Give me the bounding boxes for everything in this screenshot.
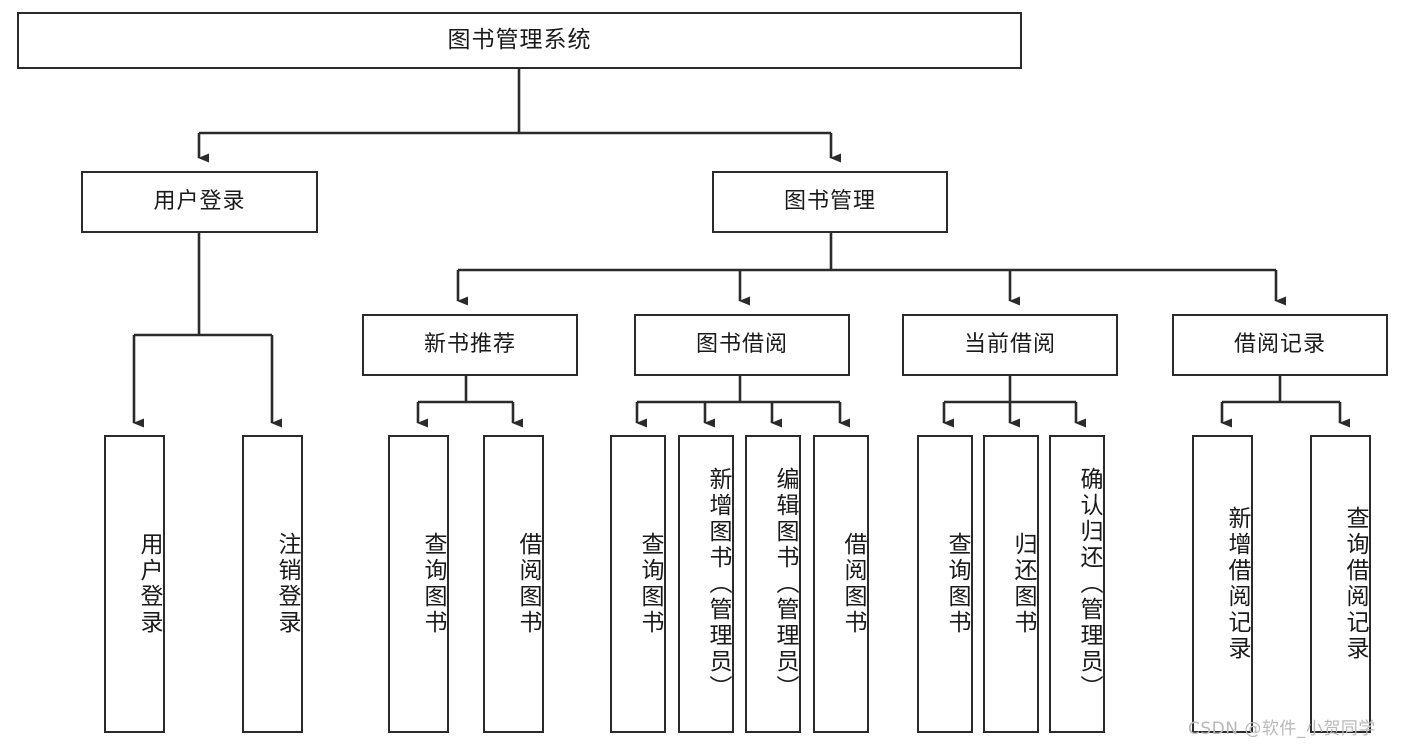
node-label: 当前借阅 xyxy=(963,331,1056,357)
leaf-current-confirm-return-admin[interactable]: 确认归还（管理员） xyxy=(1049,435,1105,733)
node-label: 用户登录 xyxy=(136,532,162,636)
node-label: 借阅图书 xyxy=(515,532,541,636)
leaf-newbook-query-book[interactable]: 查询图书 xyxy=(388,435,449,733)
node-label: 查询图书 xyxy=(637,532,663,636)
node-label: 借阅记录 xyxy=(1233,331,1326,357)
node-label: 图书管理 xyxy=(783,188,876,214)
leaf-borrow-borrow-book[interactable]: 借阅图书 xyxy=(813,435,869,733)
leaf-current-query-book[interactable]: 查询图书 xyxy=(917,435,973,733)
node-label: 编辑图书（管理员） xyxy=(772,467,798,701)
leaf-record-query-record[interactable]: 查询借阅记录 xyxy=(1310,435,1371,733)
node-label: 归还图书 xyxy=(1010,532,1036,636)
node-root-system[interactable]: 图书管理系统 xyxy=(17,12,1022,69)
leaf-borrow-query-book[interactable]: 查询图书 xyxy=(610,435,666,733)
node-label: 查询图书 xyxy=(420,532,446,636)
leaf-user-login[interactable]: 用户登录 xyxy=(104,435,165,733)
node-label: 注销登录 xyxy=(274,532,300,636)
node-label: 查询借阅记录 xyxy=(1342,506,1368,662)
leaf-borrow-add-book-admin[interactable]: 新增图书（管理员） xyxy=(678,435,734,733)
leaf-record-add-record[interactable]: 新增借阅记录 xyxy=(1192,435,1253,733)
node-label: 图书管理系统 xyxy=(447,26,592,53)
node-label: 查询图书 xyxy=(944,532,970,636)
node-new-book-recommend[interactable]: 新书推荐 xyxy=(362,314,578,376)
node-borrow-record[interactable]: 借阅记录 xyxy=(1172,314,1388,376)
node-user-login[interactable]: 用户登录 xyxy=(81,171,318,233)
node-book-borrow[interactable]: 图书借阅 xyxy=(634,314,850,376)
node-book-management[interactable]: 图书管理 xyxy=(712,171,948,233)
node-label: 确认归还（管理员） xyxy=(1076,467,1102,701)
node-label: 新增图书（管理员） xyxy=(705,467,731,701)
node-current-borrow[interactable]: 当前借阅 xyxy=(902,314,1118,376)
node-label: 借阅图书 xyxy=(840,532,866,636)
node-label: 新增借阅记录 xyxy=(1224,506,1250,662)
leaf-current-return-book[interactable]: 归还图书 xyxy=(983,435,1039,733)
node-label: 图书借阅 xyxy=(695,331,788,357)
leaf-newbook-borrow-book[interactable]: 借阅图书 xyxy=(483,435,544,733)
node-label: 新书推荐 xyxy=(423,331,516,357)
node-label: 用户登录 xyxy=(153,188,246,214)
leaf-borrow-edit-book-admin[interactable]: 编辑图书（管理员） xyxy=(745,435,801,733)
leaf-user-logout[interactable]: 注销登录 xyxy=(242,435,303,733)
